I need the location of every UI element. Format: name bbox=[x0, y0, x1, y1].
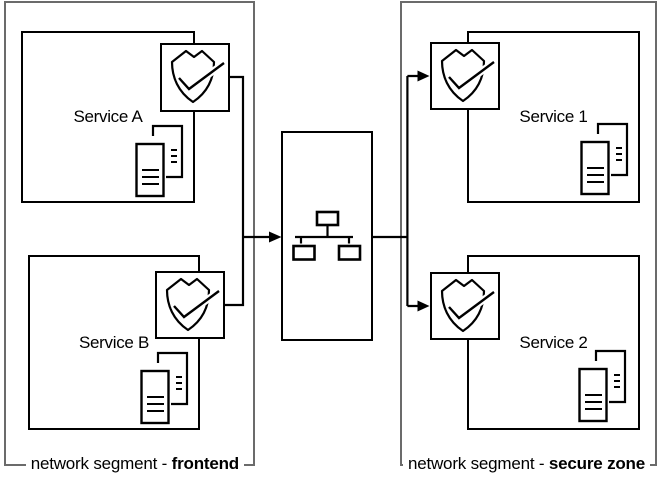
shield-check-icon bbox=[170, 49, 227, 104]
server-logs-icon[interactable] bbox=[580, 122, 629, 196]
segment-label-frontend: network segment - frontend bbox=[25, 453, 244, 474]
service-label-2: Service 2 bbox=[519, 332, 588, 352]
service-label-1: Service 1 bbox=[519, 107, 588, 126]
server-logs-icon[interactable] bbox=[135, 124, 184, 198]
shield-node-service-b[interactable] bbox=[155, 271, 225, 339]
service-box-b[interactable]: Service B bbox=[28, 255, 200, 430]
segment-label-name: secure zone bbox=[548, 454, 645, 473]
server-logs-icon[interactable] bbox=[140, 351, 189, 425]
shield-check-icon bbox=[440, 48, 497, 103]
shield-node-service-2[interactable] bbox=[430, 272, 500, 340]
segment-label-name: frontend bbox=[171, 454, 240, 473]
shield-node-service-a[interactable] bbox=[160, 43, 230, 112]
segment-label-prefix: network segment - bbox=[407, 454, 549, 473]
service-label-a: Service A bbox=[73, 107, 143, 126]
arrowhead-into-hub bbox=[269, 231, 282, 243]
service-label-b: Service B bbox=[78, 332, 150, 352]
shield-node-service-1[interactable] bbox=[430, 42, 500, 110]
network-topology-icon bbox=[292, 210, 362, 261]
shield-check-icon bbox=[440, 278, 497, 333]
segment-label-secure-zone: network segment - secure zone bbox=[402, 453, 650, 474]
shield-check-icon bbox=[165, 277, 222, 332]
server-logs-icon[interactable] bbox=[578, 349, 627, 423]
segment-label-prefix: network segment - bbox=[30, 454, 172, 473]
